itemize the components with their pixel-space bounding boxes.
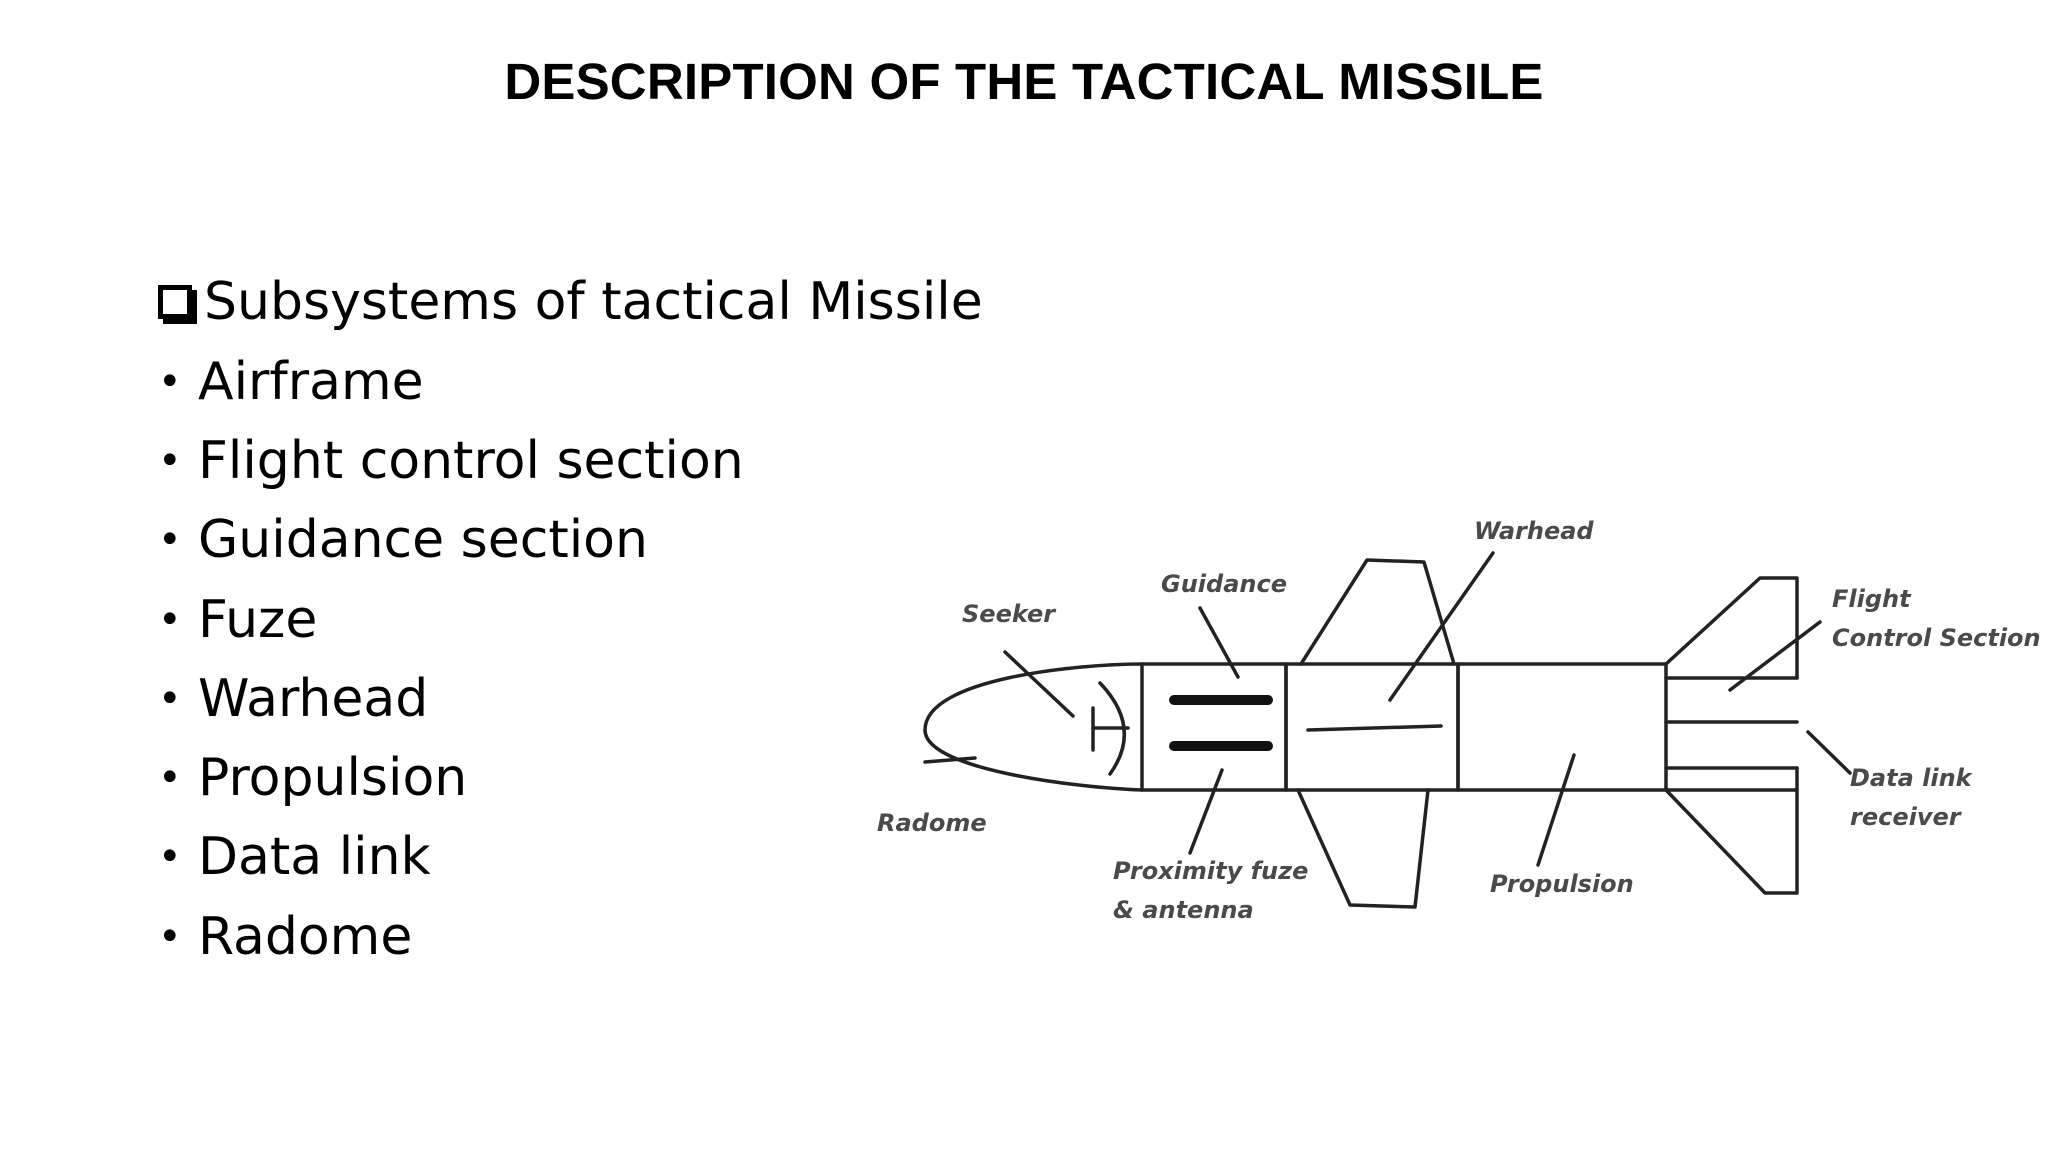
list-item: • Radome <box>158 897 983 976</box>
leader-flight-control <box>1728 620 1822 692</box>
subsystems-list-section: Subsystems of tactical Missile • Airframe… <box>158 262 983 976</box>
seeker-dish <box>1098 681 1127 776</box>
label-proximity-fuze-line2: & antenna <box>1113 896 1254 924</box>
list-item: • Fuze <box>158 580 983 659</box>
list-item: • Data link <box>158 818 983 897</box>
warhead-internal-line <box>1306 724 1443 732</box>
tail-fin-lower <box>1664 766 1799 895</box>
leader-seeker <box>1003 650 1075 718</box>
label-proximity-fuze-line1: Proximity fuze <box>1113 857 1308 885</box>
bullet-icon: • <box>158 596 182 643</box>
list-item-text: Data link <box>198 827 431 888</box>
label-guidance: Guidance <box>1161 570 1287 598</box>
leader-propulsion <box>1536 753 1576 867</box>
checkbox-bullet-icon <box>158 285 192 319</box>
bullet-icon: • <box>158 675 182 722</box>
list-item-text: Propulsion <box>198 748 468 809</box>
list-item: • Propulsion <box>158 738 983 817</box>
leader-guidance <box>1198 606 1240 679</box>
label-flight-control-line1: Flight <box>1832 585 1912 613</box>
guidance-section <box>1140 662 1288 792</box>
bullet-icon: • <box>158 437 182 484</box>
label-warhead: Warhead <box>1474 517 1594 545</box>
slide-title: DESCRIPTION OF THE TACTICAL MISSILE <box>504 53 1544 110</box>
list-item-text: Fuze <box>198 589 318 650</box>
list-item-text: Radome <box>198 906 413 967</box>
list-heading-text: Subsystems of tactical Missile <box>204 272 983 332</box>
list-item-text: Guidance section <box>198 510 648 571</box>
propulsion-section <box>1456 662 1668 792</box>
leader-warhead <box>1388 551 1495 702</box>
list-item: • Guidance section <box>158 501 983 580</box>
tail-fin-upper <box>1664 576 1799 680</box>
list-item: • Airframe <box>158 342 983 421</box>
label-flight-control-line2: Control Section <box>1832 624 2041 652</box>
leader-proximity-fuze <box>1188 768 1224 855</box>
bullet-icon: • <box>158 913 182 960</box>
list-heading: Subsystems of tactical Missile <box>158 262 983 342</box>
label-data-link-line1: Data link <box>1850 764 1974 792</box>
warhead-section <box>1284 662 1460 792</box>
list-item: • Flight control section <box>158 421 983 500</box>
wing-upper <box>1299 558 1456 666</box>
subsystems-list: • Airframe • Flight control section • Guida… <box>158 342 983 976</box>
leader-data-link <box>1806 730 1852 775</box>
label-data-link-line2: receiver <box>1850 803 1963 831</box>
bullet-icon: • <box>158 755 182 802</box>
list-item-text: Airframe <box>198 351 424 412</box>
bullet-icon: • <box>158 358 182 405</box>
bullet-icon: • <box>158 834 182 881</box>
bullet-icon: • <box>158 517 182 564</box>
list-item: • Warhead <box>158 659 983 738</box>
list-item-text: Flight control section <box>198 430 744 491</box>
label-propulsion: Propulsion <box>1490 870 1634 898</box>
wing-lower <box>1296 788 1430 909</box>
list-item-text: Warhead <box>198 668 429 729</box>
